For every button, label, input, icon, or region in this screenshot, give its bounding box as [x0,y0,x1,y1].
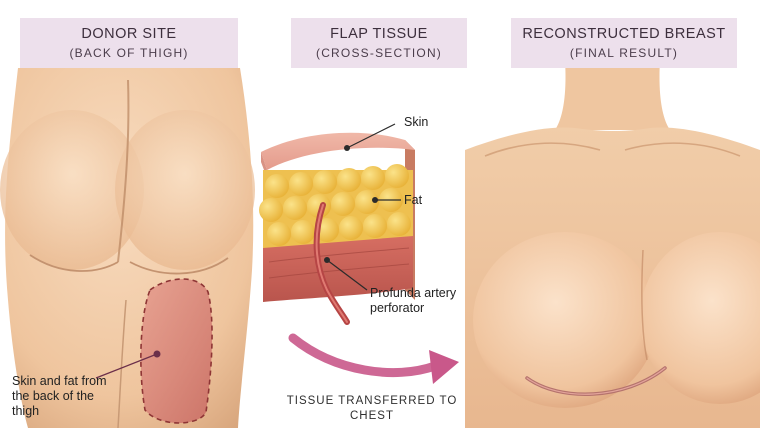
artery-pointer-line [326,259,368,291]
flap-tissue-panel [255,0,470,428]
reconstructed-breast-subtitle: (FINAL RESULT) [569,46,679,60]
fat-label: Fat [404,193,423,207]
cleavage-line [641,249,648,361]
flap-cross-section [259,123,459,384]
natural-breast [640,232,760,404]
neck [555,60,670,130]
donor-pointer-line [95,353,158,379]
right-clavicle [624,142,741,157]
donor-site-panel [0,0,260,428]
skin-label: Skin [404,115,429,129]
skin-pointer-dot [344,145,350,151]
gluteal-cleft [117,79,130,263]
transfer-caption: TISSUE TRANSFERRED TO CHEST [286,395,458,422]
artery-label: Profunda artery perforator [370,286,457,315]
flap-tissue-title: FLAP TISSUE [330,26,428,42]
fat-globules [259,164,411,246]
reconstructed-breast [473,232,657,408]
donor-site-title: DONOR SITE [81,26,177,42]
left-buttock [0,110,144,270]
donor-annotation: Skin and fat from the back of the thigh [12,374,107,418]
donor-site-illustration [0,68,255,428]
reconstructed-breast-panel [465,0,760,428]
left-gluteal-fold [29,254,119,272]
skin-layer-top [261,132,415,170]
fat-pointer-dot [372,197,378,203]
transfer-arrow [288,333,440,378]
flap-harvest-area [140,278,213,423]
reconstructed-breast-title: RECONSTRUCTED BREAST [522,26,726,42]
donor-pointer-dot [153,350,161,358]
left-clavicle [484,142,601,157]
flap-tissue-header: FLAP TISSUE (CROSS-SECTION) [291,18,467,68]
transfer-arrowhead [429,350,459,384]
thigh-gap [117,299,127,428]
donor-site-header: DONOR SITE (BACK OF THIGH) [20,18,238,68]
flap-tissue-subtitle: (CROSS-SECTION) [316,46,442,60]
flap-dashed-outline [140,278,213,424]
skin-pointer-line [346,123,396,149]
right-gluteal-fold [129,257,229,275]
artery-pointer-dot [324,257,330,263]
donor-site-subtitle: (BACK OF THIGH) [69,46,189,60]
reconstructed-breast-header: RECONSTRUCTED BREAST (FINAL RESULT) [511,18,737,68]
reconstructed-breast-illustration [465,60,760,428]
right-buttock [115,110,255,270]
